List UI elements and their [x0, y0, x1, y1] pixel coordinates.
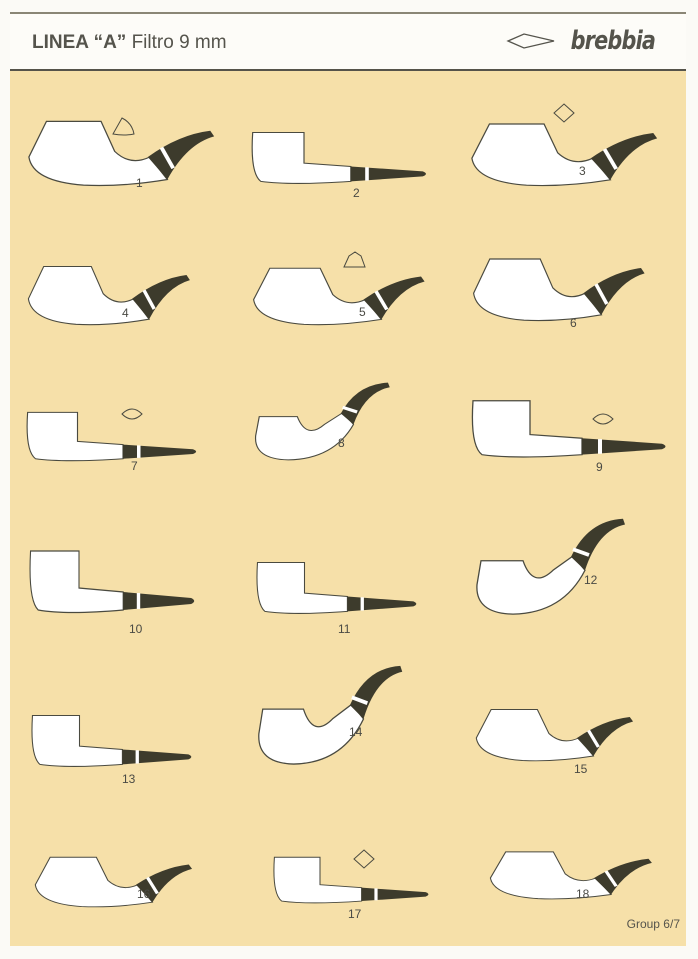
- page-header: LINEA “A” Filtro 9 mm brebbia: [10, 12, 686, 71]
- pipe-7: [25, 410, 200, 465]
- pipe-number: 18: [576, 887, 590, 901]
- pipe-number: 3: [579, 164, 586, 178]
- pipe-number: 7: [131, 459, 138, 473]
- pipe-number: 1: [136, 176, 143, 190]
- half-round-shape-icon: [112, 117, 135, 136]
- pipe-13: [30, 713, 195, 771]
- pipe-number: 8: [338, 436, 345, 450]
- pipe-number: 10: [129, 622, 143, 636]
- title-bold: LINEA “A”: [32, 32, 127, 53]
- pipe-number: 6: [570, 316, 577, 330]
- pipe-6: [470, 250, 650, 322]
- pipe-4: [25, 258, 195, 326]
- pipe-11: [255, 560, 420, 618]
- pipe-number: 17: [348, 907, 362, 921]
- pipe-2: [250, 130, 430, 188]
- diamond-shape-icon: [353, 849, 375, 869]
- pipe-14: [255, 660, 410, 768]
- pipe-number: 16: [137, 887, 151, 901]
- pipe-12: [473, 513, 633, 618]
- pipe-number: 12: [584, 573, 598, 587]
- diamond-logo-icon: [506, 33, 555, 49]
- pentagon-shape-icon: [343, 251, 366, 268]
- oval-shape-icon: [592, 413, 614, 425]
- pipe-number: 9: [596, 460, 603, 474]
- group-label: Group 6/7: [626, 917, 680, 931]
- oval-shape-icon: [121, 408, 143, 420]
- pipe-16: [32, 850, 197, 908]
- pipe-18: [487, 845, 657, 900]
- pipe-number: 11: [338, 622, 351, 636]
- pipe-9: [470, 398, 670, 462]
- logo-text: brebbia: [570, 26, 656, 56]
- page-title: LINEA “A” Filtro 9 mm: [32, 32, 227, 54]
- diamond-shape-icon: [553, 103, 575, 123]
- pipe-number: 15: [574, 762, 588, 776]
- pipe-15: [473, 702, 638, 762]
- brebbia-logo: brebbia: [506, 26, 666, 56]
- pipe-10: [28, 548, 198, 618]
- pipe-3: [468, 115, 663, 187]
- pipe-8: [252, 378, 397, 463]
- pipe-number: 2: [353, 186, 360, 200]
- pipe-number: 13: [122, 772, 136, 786]
- pipe-number: 5: [359, 305, 366, 319]
- pipe-number: 14: [349, 725, 363, 739]
- pipe-number: 4: [122, 306, 129, 320]
- pipe-5: [250, 260, 430, 326]
- title-rest: Filtro 9 mm: [126, 32, 227, 53]
